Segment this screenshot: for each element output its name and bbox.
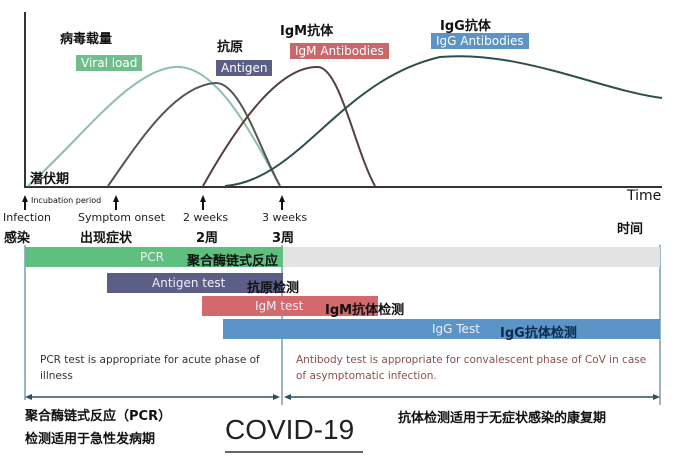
incubation-en: Incubation period [31, 196, 102, 205]
time-cn: 时间 [617, 222, 644, 237]
igg-cn: IgG抗体 [440, 19, 491, 34]
milestone-3w-en: 3 weeks [262, 211, 308, 224]
antigen-bar [107, 273, 283, 293]
milestone-infection-en: Infection [3, 211, 51, 224]
antigen-test-cn: 抗原检测 [247, 281, 300, 296]
covid-title: COVID-19 [225, 414, 355, 445]
antibody-note: Antibody test is appropriate for convale… [296, 354, 647, 382]
milestone-infection-cn: 感染 [4, 231, 31, 246]
antigen-tag: Antigen [216, 60, 273, 76]
igm-cn: IgM抗体 [280, 24, 334, 39]
pcr-cn: 聚合酶链式反应 [187, 254, 279, 269]
pcr-label: PCR [140, 250, 164, 264]
igm-bar [202, 296, 378, 316]
pcr-footer-line1: 聚合酶链式反应（PCR） [25, 409, 172, 424]
antigen-test-label: Antigen test [152, 276, 226, 290]
igg-test-cn: IgG抗体检测 [500, 326, 577, 341]
incubation-cn: 潜伏期 [30, 172, 70, 187]
milestone-symptom-en: Symptom onset [78, 211, 165, 224]
viral-load-curve [27, 65, 281, 187]
igm-test-label: IgM test [255, 299, 304, 313]
pcr-note: PCR test is appropriate for acute phase … [40, 354, 260, 382]
time-en: Time [627, 188, 662, 204]
igg-test-label: IgG Test [432, 322, 480, 336]
milestone-2w-cn: 2周 [196, 231, 219, 246]
igm-test-cn: IgM抗体检测 [325, 303, 405, 318]
igm-tag: IgM Antibodies [290, 43, 389, 59]
pcr-footer-line2: 检测适用于急性发病期 [25, 432, 156, 447]
antibody-footer: 抗体检测适用于无症状感染的康复期 [398, 411, 607, 426]
viral-load-tag: Viral load [76, 55, 143, 71]
milestone-3w-cn: 3周 [272, 231, 295, 246]
pcr-bar [25, 247, 283, 267]
igm-curve [202, 65, 376, 187]
viral-load-cn: 病毒载量 [60, 32, 113, 47]
igg-bar [223, 319, 660, 339]
antigen-cn: 抗原 [217, 40, 244, 55]
antigen-curve [107, 81, 281, 187]
igg-tag: IgG Antibodies [431, 33, 529, 49]
milestone-2w-en: 2 weeks [183, 211, 229, 224]
pcr-bar-extension [283, 247, 660, 267]
milestone-symptom-cn: 出现症状 [80, 231, 133, 246]
igg-curve [224, 55, 663, 187]
